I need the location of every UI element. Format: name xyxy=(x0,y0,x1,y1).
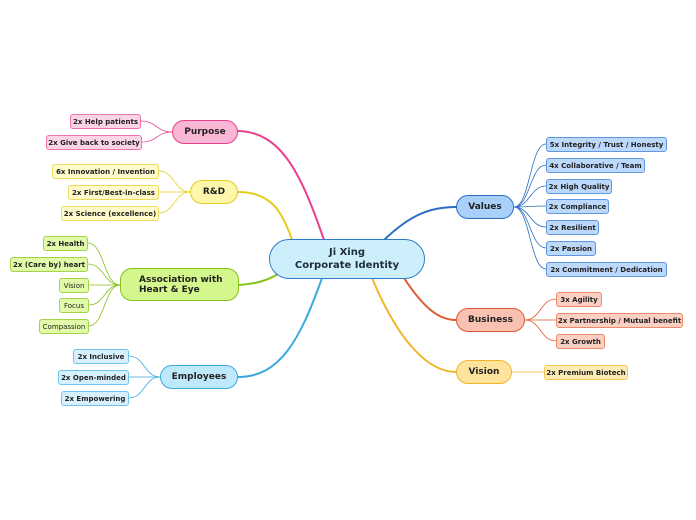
business-item-3[interactable]: 2x Growth xyxy=(556,334,605,349)
business-leaf-connector-1 xyxy=(524,298,557,321)
values-leaf-connector-1 xyxy=(513,143,547,208)
values-leaf-connector-7 xyxy=(513,206,547,270)
connector-association xyxy=(238,273,279,286)
association-leaf-connector-1 xyxy=(87,242,121,286)
business-item-1[interactable]: 3x Agility xyxy=(556,292,602,307)
branch-employees[interactable]: Employees xyxy=(160,365,238,389)
business-item-2[interactable]: 2x Partnership / Mutual benefit xyxy=(556,313,683,328)
association-item-3[interactable]: Vision xyxy=(59,278,89,293)
employees-item-2[interactable]: 2x Open-minded xyxy=(58,370,129,385)
rnd-leaf-connector-3 xyxy=(158,191,191,214)
values-leaf-connector-5 xyxy=(513,206,547,228)
association-leaf-connector-2 xyxy=(87,263,121,286)
values-item-1[interactable]: 5x Integrity / Trust / Honesty xyxy=(546,137,667,152)
association-item-5[interactable]: Compassion xyxy=(39,319,89,334)
purpose-item-2[interactable]: 2x Give back to society xyxy=(46,135,142,150)
business-leaf-connector-3 xyxy=(524,319,557,342)
central-topic-line1: Ji Xing xyxy=(328,247,366,258)
branch-rnd[interactable]: R&D xyxy=(190,180,238,204)
values-item-7[interactable]: 2x Commitment / Dedication xyxy=(546,262,667,277)
employees-leaf-connector-1 xyxy=(128,355,161,378)
association-item-1[interactable]: 2x Health xyxy=(43,236,88,251)
rnd-leaf-connector-1 xyxy=(158,170,191,193)
branch-association[interactable]: Association with Heart & Eye xyxy=(120,268,239,301)
central-topic[interactable]: Ji Xing Corporate Identity xyxy=(269,239,425,279)
values-item-4[interactable]: 2x Compliance xyxy=(546,199,609,214)
values-leaf-connector-6 xyxy=(513,206,547,249)
connector-purpose xyxy=(237,130,325,241)
connector-vision xyxy=(371,277,457,373)
association-leaf-connector-5 xyxy=(88,284,121,327)
values-item-5[interactable]: 2x Resilient xyxy=(546,220,599,235)
connector-values xyxy=(383,206,457,241)
purpose-item-1[interactable]: 2x Help patients xyxy=(70,114,141,129)
values-leaf-connector-3 xyxy=(513,185,547,208)
values-item-6[interactable]: 2x Passion xyxy=(546,241,596,256)
employees-item-1[interactable]: 2x Inclusive xyxy=(73,349,129,364)
values-item-2[interactable]: 4x Collaborative / Team xyxy=(546,158,645,173)
rnd-item-3[interactable]: 2x Science (excellence) xyxy=(61,206,159,221)
connector-employees xyxy=(237,277,323,378)
connector-rnd xyxy=(237,191,293,241)
purpose-leaf-connector-1 xyxy=(140,120,173,133)
branch-business[interactable]: Business xyxy=(456,308,525,332)
association-item-2[interactable]: 2x (Care by) heart xyxy=(10,257,88,272)
employees-leaf-connector-3 xyxy=(128,376,161,399)
association-item-4[interactable]: Focus xyxy=(59,298,89,313)
connector-business xyxy=(403,277,457,321)
purpose-leaf-connector-2 xyxy=(141,131,173,143)
branch-purpose[interactable]: Purpose xyxy=(172,120,238,144)
employees-item-3[interactable]: 2x Empowering xyxy=(61,391,129,406)
association-leaf-connector-4 xyxy=(88,284,121,306)
central-topic-line2: Corporate Identity xyxy=(294,260,400,271)
values-item-3[interactable]: 2x High Quality xyxy=(546,179,612,194)
branch-values[interactable]: Values xyxy=(456,195,514,219)
branch-vision[interactable]: Vision xyxy=(456,360,512,384)
values-leaf-connector-2 xyxy=(513,164,547,208)
vision-item-1[interactable]: 2x Premium Biotech xyxy=(544,365,628,380)
rnd-item-1[interactable]: 6x Innovation / Invention xyxy=(52,164,159,179)
rnd-item-2[interactable]: 2x First/Best-in-class xyxy=(68,185,159,200)
